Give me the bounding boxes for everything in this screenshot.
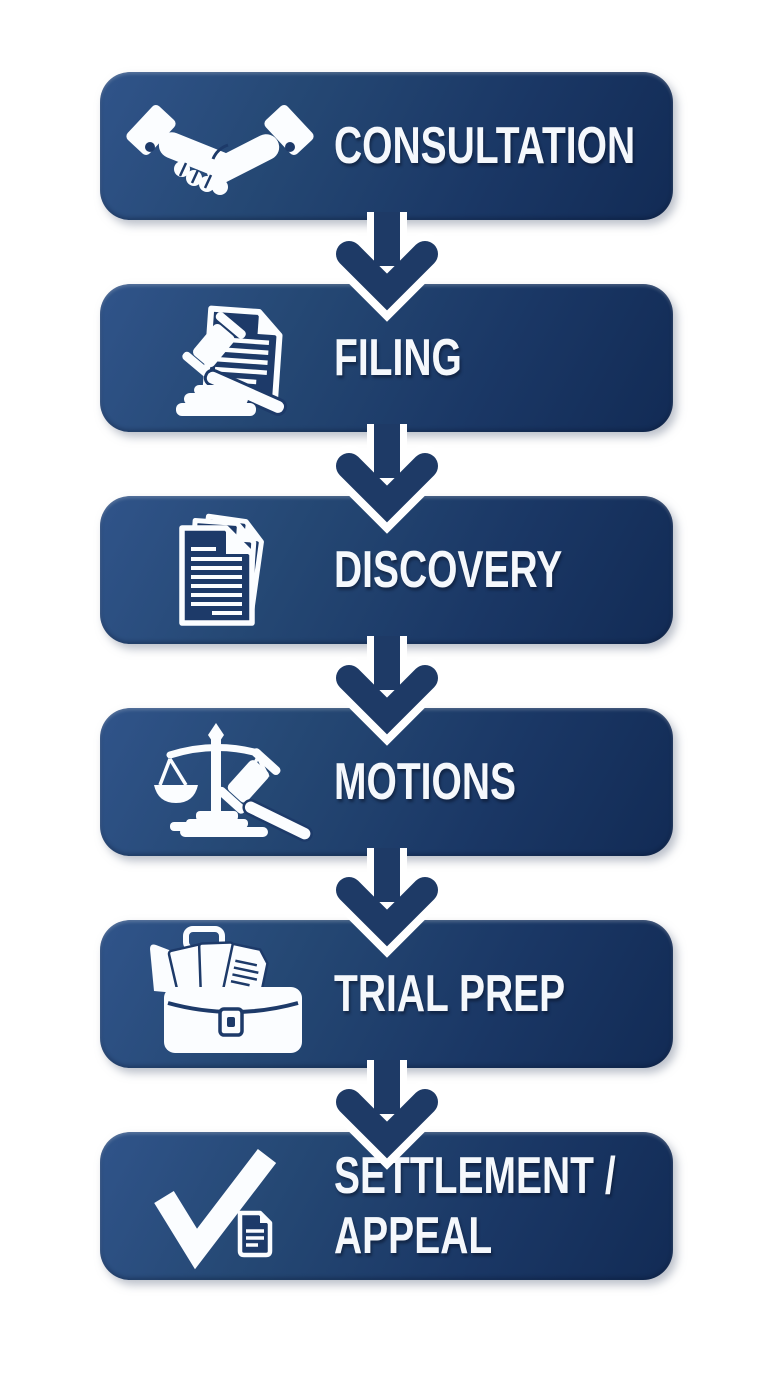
step-label: SETTLEMENT / APPEAL <box>334 1147 616 1265</box>
step-label: TRIAL PREP <box>334 965 566 1023</box>
documents-stack-icon <box>134 507 306 633</box>
step-label: MOTIONS <box>334 753 517 811</box>
gavel-document-icon <box>134 295 306 421</box>
down-arrow-icon <box>328 848 446 958</box>
step-box-settlement-appeal: SETTLEMENT / APPEAL <box>100 1132 673 1280</box>
briefcase-documents-icon <box>134 926 306 1057</box>
down-arrow-icon <box>328 636 446 746</box>
step-box-consultation: CONSULTATION <box>100 72 673 220</box>
step-label: FILING <box>334 329 462 387</box>
down-arrow-icon <box>328 424 446 534</box>
scales-gavel-icon <box>134 719 313 845</box>
step-label: DISCOVERY <box>334 541 563 599</box>
handshake-icon <box>126 83 314 209</box>
checkmark-document-icon <box>134 1143 306 1270</box>
down-arrow-icon <box>328 212 446 322</box>
down-arrow-icon <box>328 1060 446 1170</box>
step-label: CONSULTATION <box>334 117 636 175</box>
